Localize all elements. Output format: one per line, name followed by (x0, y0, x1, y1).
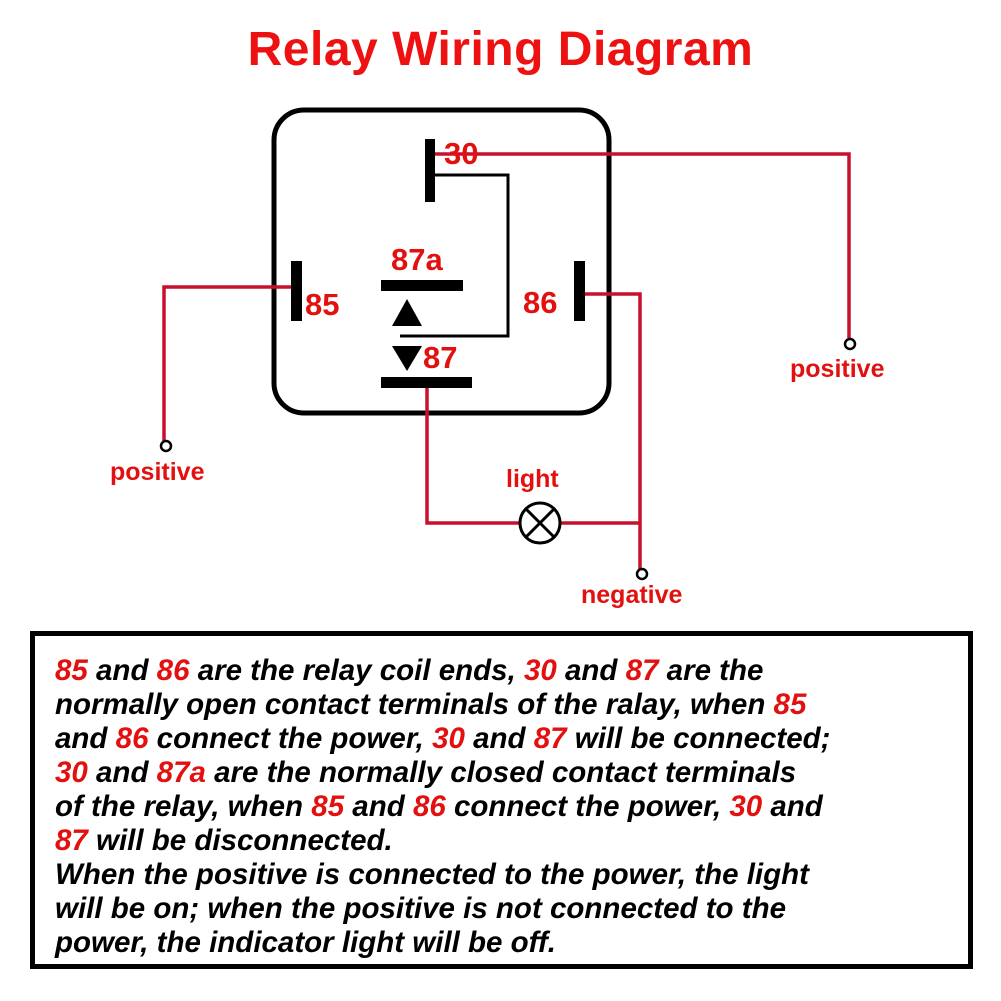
wire-86-negative (580, 292, 642, 570)
description-line: of the relay, when 85 and 86 connect the… (55, 790, 956, 824)
arrow-down-icon (392, 346, 422, 371)
terminal-87a-bar (381, 280, 463, 291)
terminal-87-bar (381, 377, 472, 388)
description-segment: connect the power, (148, 722, 433, 755)
terminal-number-highlight: 30 (55, 756, 88, 789)
description-segment: and (762, 790, 823, 823)
terminal-30-label: 30 (444, 136, 478, 171)
description-segment: and (87, 756, 157, 789)
terminal-87a-label: 87a (391, 242, 443, 277)
description-line: will be on; when the positive is not con… (55, 892, 956, 926)
lamp-icon (518, 501, 562, 545)
description-segment: normally open contact terminals of the r… (55, 688, 774, 721)
terminal-number-highlight: 86 (156, 654, 190, 687)
terminal-number-highlight: 87a (156, 756, 206, 789)
terminal-number-highlight: 85 (55, 654, 88, 687)
description-segment: and (87, 654, 157, 687)
description-line: 85 and 86 are the relay coil ends, 30 an… (55, 654, 956, 688)
wire-87-light (425, 388, 519, 525)
description-segment: of the relay, when (55, 790, 312, 823)
description-segment: and (344, 790, 413, 823)
description-segment: will be disconnected. (87, 824, 393, 857)
terminal-number-highlight: 86 (115, 722, 149, 755)
description-line: normally open contact terminals of the r… (55, 688, 956, 722)
description-segment: will be connected; (566, 722, 831, 755)
description-line: 30 and 87a are the normally closed conta… (55, 756, 956, 790)
terminal-number-highlight: 30 (432, 722, 465, 755)
description-segment: power, the indicator light will be off. (55, 926, 556, 959)
terminal-number-highlight: 87 (625, 654, 659, 687)
light-label: light (506, 465, 559, 493)
positive-right-terminal-icon (843, 337, 857, 351)
description-segment: are the (658, 654, 764, 687)
wire-30-positive (434, 152, 851, 338)
description-segment: and (464, 722, 534, 755)
description-line: 87 will be disconnected. (55, 824, 956, 858)
wire-85-positive (162, 285, 294, 442)
diagram-title: Relay Wiring Diagram (247, 23, 754, 76)
positive-left-terminal-icon (159, 439, 173, 453)
terminal-number-highlight: 85 (773, 688, 807, 721)
terminal-number-highlight: 30 (523, 654, 557, 687)
terminal-87-label: 87 (423, 340, 457, 375)
description-segment: are the normally closed contact terminal… (205, 756, 797, 789)
terminal-number-highlight: 30 (729, 790, 763, 823)
terminal-number-highlight: 85 (311, 790, 345, 823)
terminal-85-label: 85 (305, 287, 339, 322)
terminal-number-highlight: 86 (412, 790, 446, 823)
description-line: power, the indicator light will be off. (55, 926, 956, 960)
terminal-30-bar (425, 139, 435, 202)
description-box: 85 and 86 are the relay coil ends, 30 an… (30, 631, 973, 969)
description-line: When the positive is connected to the po… (55, 858, 956, 892)
description-segment: and (556, 654, 626, 687)
description-segment: will be on; when the positive is not con… (55, 892, 786, 925)
relay-housing (271, 107, 612, 416)
terminal-number-highlight: 87 (533, 722, 567, 755)
contact-arm (400, 173, 510, 338)
negative-label: negative (581, 581, 683, 609)
description-line: and 86 connect the power, 30 and 87 will… (55, 722, 956, 756)
description-segment: When the positive is connected to the po… (55, 858, 809, 891)
description-segment: and (55, 722, 116, 755)
description-text: 85 and 86 are the relay coil ends, 30 an… (55, 654, 956, 960)
terminal-86-label: 86 (523, 285, 557, 320)
negative-terminal-icon (635, 567, 649, 581)
terminal-86-bar (574, 261, 585, 321)
positive-right-label: positive (790, 355, 885, 383)
positive-left-label: positive (110, 458, 205, 486)
terminal-number-highlight: 87 (55, 824, 88, 857)
terminal-85-bar (291, 261, 302, 321)
arrow-up-icon (392, 299, 422, 326)
description-segment: are the relay coil ends, (189, 654, 524, 687)
description-segment: connect the power, (445, 790, 730, 823)
